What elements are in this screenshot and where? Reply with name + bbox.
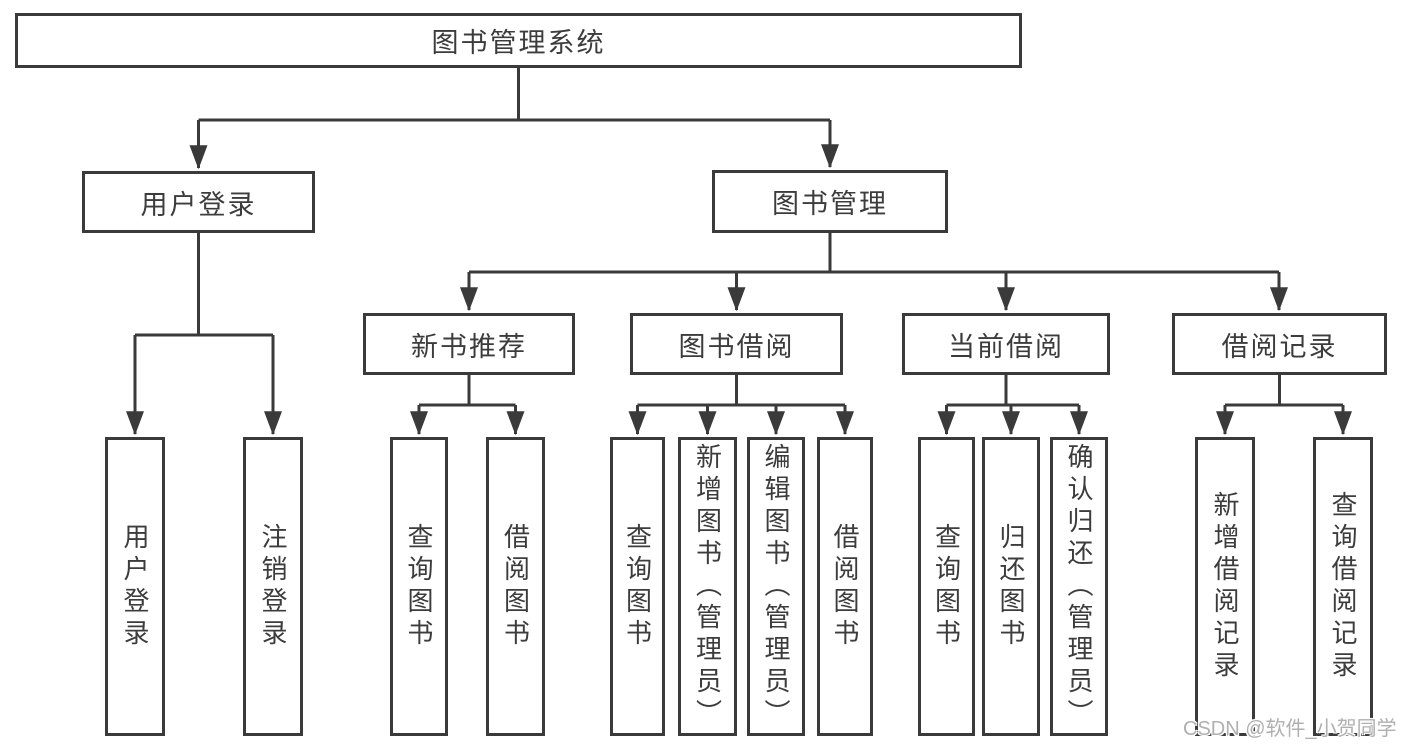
leaf-label: 查询借阅记录 [1328,490,1358,683]
leaf-label: 注销登录 [258,522,288,651]
leaf-logout: 注销登录 [243,437,303,736]
leaf-user-login: 用户登录 [105,437,165,736]
leaf-label: 查询图书 [931,522,962,651]
node-book-borrowing: 图书借阅 [630,313,843,375]
leaf-label: 借阅图书 [830,522,860,651]
leaf-query-books-recommend: 查询图书 [390,437,448,736]
leaf-confirm-return-admin: 确认归还（管理员） [1050,437,1108,736]
leaf-label: 查询图书 [404,522,434,651]
leaf-add-books-admin: 新增图书（管理员） [678,437,737,736]
leaf-label: 查询图书 [622,522,653,651]
leaf-query-books-current: 查询图书 [918,437,975,736]
node-label: 图书管理 [772,189,888,219]
leaf-label: 借阅图书 [500,522,531,651]
node-user-login: 用户登录 [82,171,315,233]
leaf-label: 归还图书 [996,522,1026,651]
leaf-label: 用户登录 [120,522,150,651]
leaf-label: 编辑图书（管理员） [761,442,791,731]
node-library-management-system: 图书管理系统 [15,13,1022,68]
node-current-borrowing: 当前借阅 [902,313,1110,375]
node-label: 图书管理系统 [431,28,606,58]
node-label: 新书推荐 [411,331,527,362]
leaf-query-borrow-record: 查询借阅记录 [1313,437,1373,736]
leaf-return-books: 归还图书 [982,437,1040,736]
watermark-text: CSDN @软件_小贺同学 [1183,718,1397,740]
node-label: 用户登录 [140,189,257,220]
node-new-book-recommendation: 新书推荐 [363,313,575,375]
leaf-label: 新增图书（管理员） [692,442,723,731]
leaf-label: 新增借阅记录 [1210,490,1240,683]
leaf-add-borrow-record: 新增借阅记录 [1195,437,1255,736]
node-label: 图书借阅 [678,331,795,362]
leaf-query-books-borrowing: 查询图书 [610,437,665,736]
node-label: 借阅记录 [1221,331,1338,362]
leaf-borrow-books-recommend: 借阅图书 [486,437,545,736]
node-borrowing-records: 借阅记录 [1172,313,1387,375]
leaf-borrow-books-borrowing: 借阅图书 [817,437,873,736]
node-label: 当前借阅 [948,331,1064,362]
leaf-edit-books-admin: 编辑图书（管理员） [747,437,805,736]
leaf-label: 确认归还（管理员） [1064,442,1094,731]
node-book-management: 图书管理 [712,170,948,233]
